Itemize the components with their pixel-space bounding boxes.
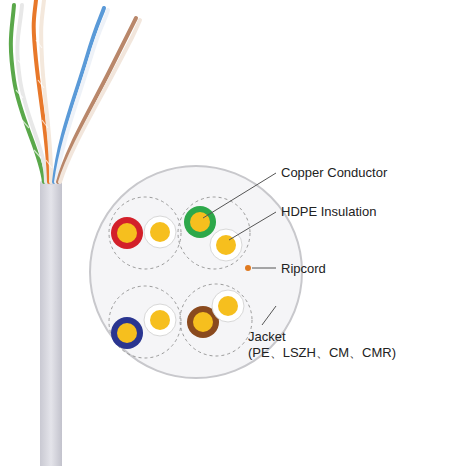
jacket-label: Jacket (248, 329, 286, 344)
twist-highlights (16, 40, 52, 168)
conductors (111, 206, 244, 349)
pair-boundaries (109, 197, 252, 358)
ripcord (245, 265, 251, 271)
ripcord-label: Ripcord (281, 261, 326, 276)
twisted-pairs (11, 0, 140, 182)
conductor-label: Copper Conductor (281, 165, 387, 180)
cable-jacket (40, 182, 62, 466)
leader-lines (203, 173, 276, 325)
jacket-material-label: (PE、LSZH、CM、CMR) (248, 345, 396, 360)
insulation-label: HDPE Insulation (281, 204, 376, 219)
